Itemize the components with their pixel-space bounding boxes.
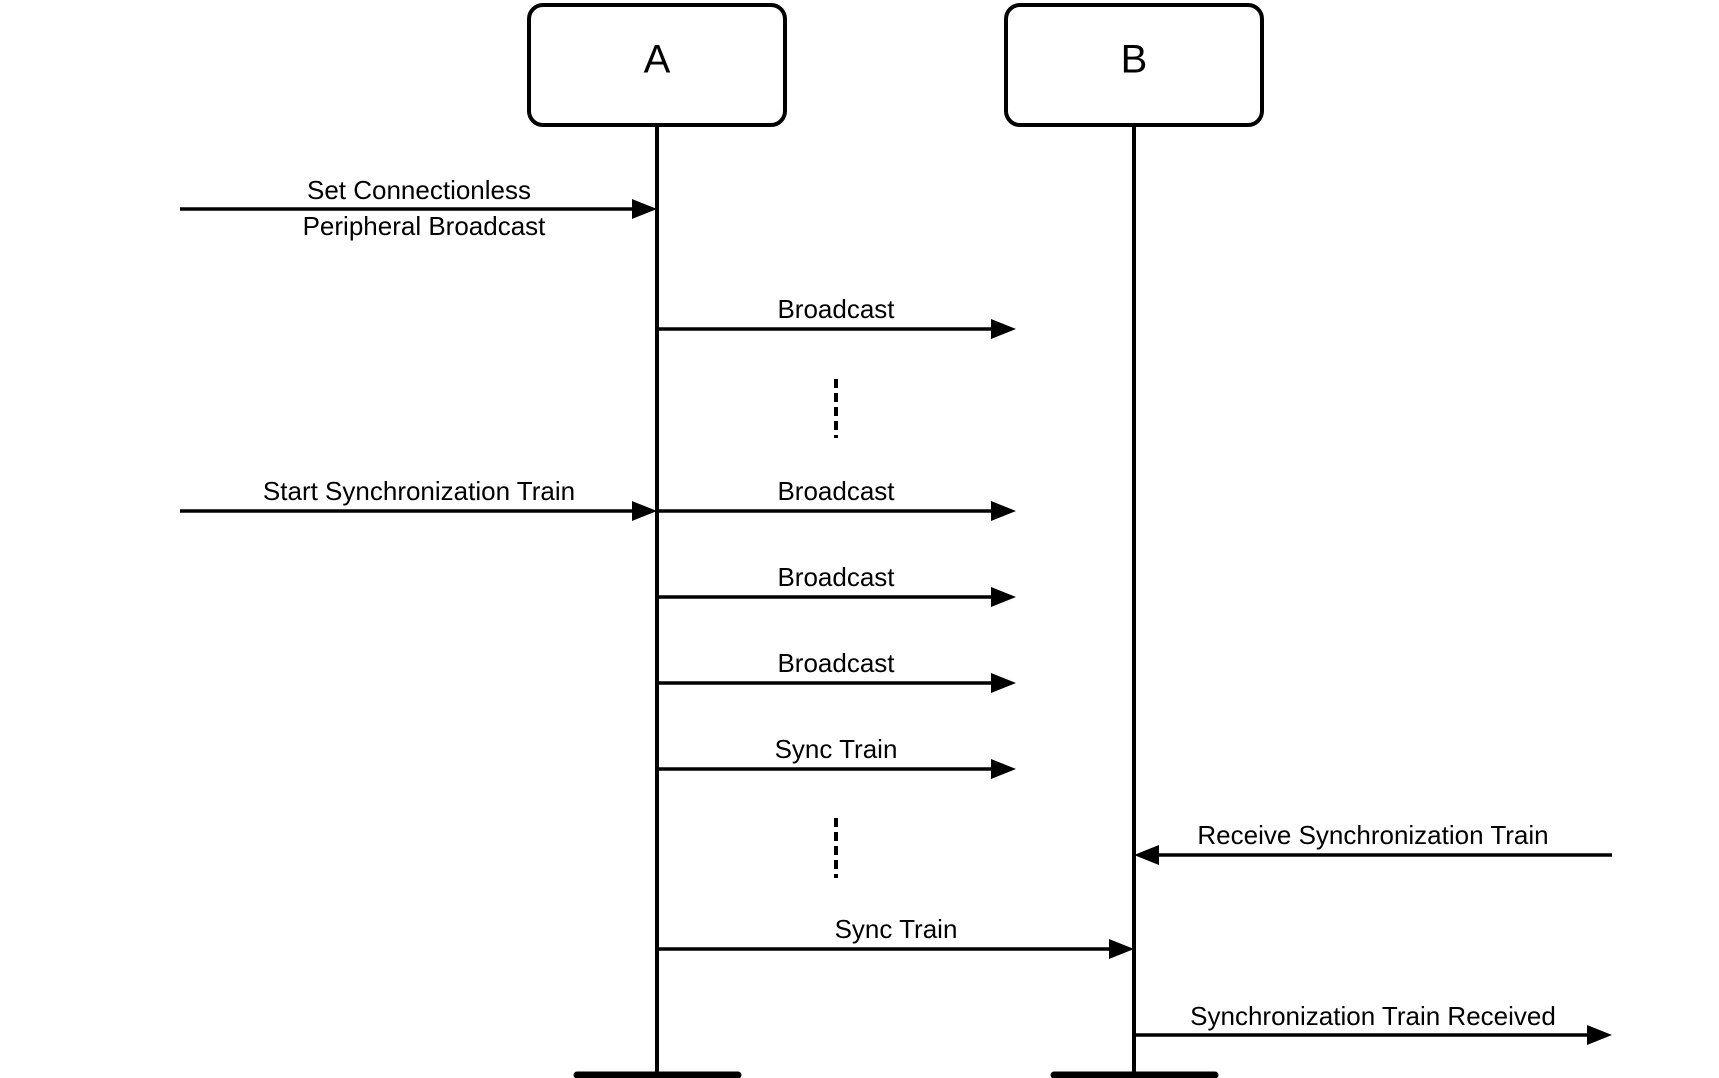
arrowhead-right-icon <box>632 199 657 219</box>
message-label: Receive Synchronization Train <box>1197 820 1548 850</box>
message-label: Sync Train <box>835 914 958 944</box>
message-sync-train-2: Sync Train <box>657 914 1134 959</box>
arrowhead-right-icon <box>632 501 657 521</box>
arrowhead-right-icon <box>991 587 1016 607</box>
message-receive-synchronization-train: Receive Synchronization Train <box>1134 820 1612 865</box>
message-broadcast-3: Broadcast <box>657 562 1016 607</box>
message-set-connectionless-peripheral-broadcast: Set Connectionless Peripheral Broadcast <box>180 175 657 241</box>
message-label-line-1: Set Connectionless <box>307 175 531 205</box>
message-broadcast-4: Broadcast <box>657 648 1016 693</box>
message-label: Start Synchronization Train <box>263 476 575 506</box>
participant-a-label: A <box>644 38 671 82</box>
message-sync-train-1: Sync Train <box>657 734 1016 779</box>
arrowhead-right-icon <box>1587 1025 1612 1045</box>
message-label: Broadcast <box>777 562 895 592</box>
participant-a: A <box>527 3 787 1078</box>
message-label: Broadcast <box>777 476 895 506</box>
message-start-synchronization-train: Start Synchronization Train <box>180 476 657 521</box>
arrowhead-right-icon <box>991 319 1016 339</box>
message-label: Broadcast <box>777 648 895 678</box>
arrowhead-right-icon <box>991 501 1016 521</box>
message-label: Broadcast <box>777 294 895 324</box>
message-broadcast-2: Broadcast <box>657 476 1016 521</box>
participant-b: B <box>1004 3 1264 1078</box>
arrowhead-right-icon <box>991 759 1016 779</box>
message-broadcast-1: Broadcast <box>657 294 1016 339</box>
message-label-line-2: Peripheral Broadcast <box>303 211 547 241</box>
message-label: Sync Train <box>775 734 898 764</box>
arrowhead-right-icon <box>1109 939 1134 959</box>
arrowhead-left-icon <box>1134 845 1159 865</box>
message-synchronization-train-received: Synchronization Train Received <box>1134 1001 1612 1045</box>
message-label: Synchronization Train Received <box>1190 1001 1556 1031</box>
participant-b-label: B <box>1121 38 1148 82</box>
arrowhead-right-icon <box>991 673 1016 693</box>
